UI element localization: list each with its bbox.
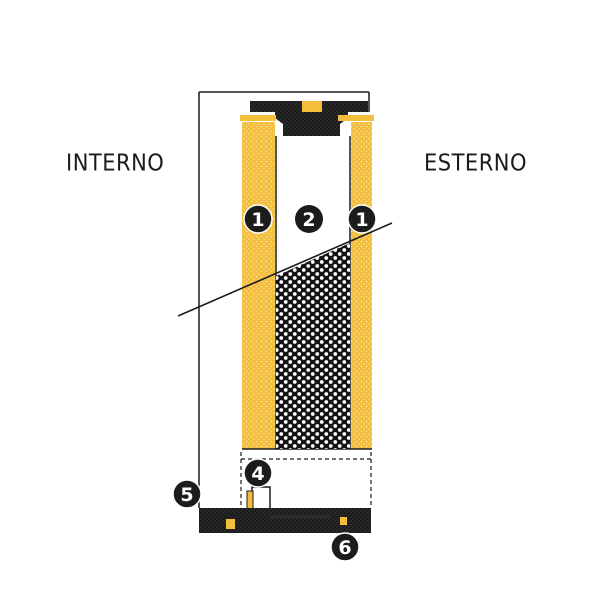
top-cap [240, 101, 374, 136]
threshold-dashed-outline [240, 452, 372, 508]
glass-honeycomb [276, 243, 350, 449]
marker-4: 4 [243, 458, 273, 488]
marker-4-text: 4 [251, 463, 264, 485]
section-line [177, 222, 393, 317]
marker-2-text: 2 [302, 209, 315, 231]
exterior-label: ESTERNO [424, 150, 528, 176]
marker-5-text: 5 [180, 484, 193, 506]
interior-label: INTERNO [66, 150, 165, 176]
marker-1-right-text: 1 [355, 209, 368, 231]
frame-outline [198, 91, 370, 508]
marker-1-right: 1 [347, 204, 377, 234]
bottom-sill [199, 508, 371, 533]
right-insulation-panel [351, 122, 372, 449]
marker-1-left: 1 [243, 204, 273, 234]
marker-1-left-text: 1 [251, 209, 264, 231]
marker-5: 5 [172, 479, 202, 509]
marker-6-text: 6 [338, 537, 351, 559]
marker-2: 2 [295, 205, 323, 233]
marker-6: 6 [330, 532, 360, 562]
